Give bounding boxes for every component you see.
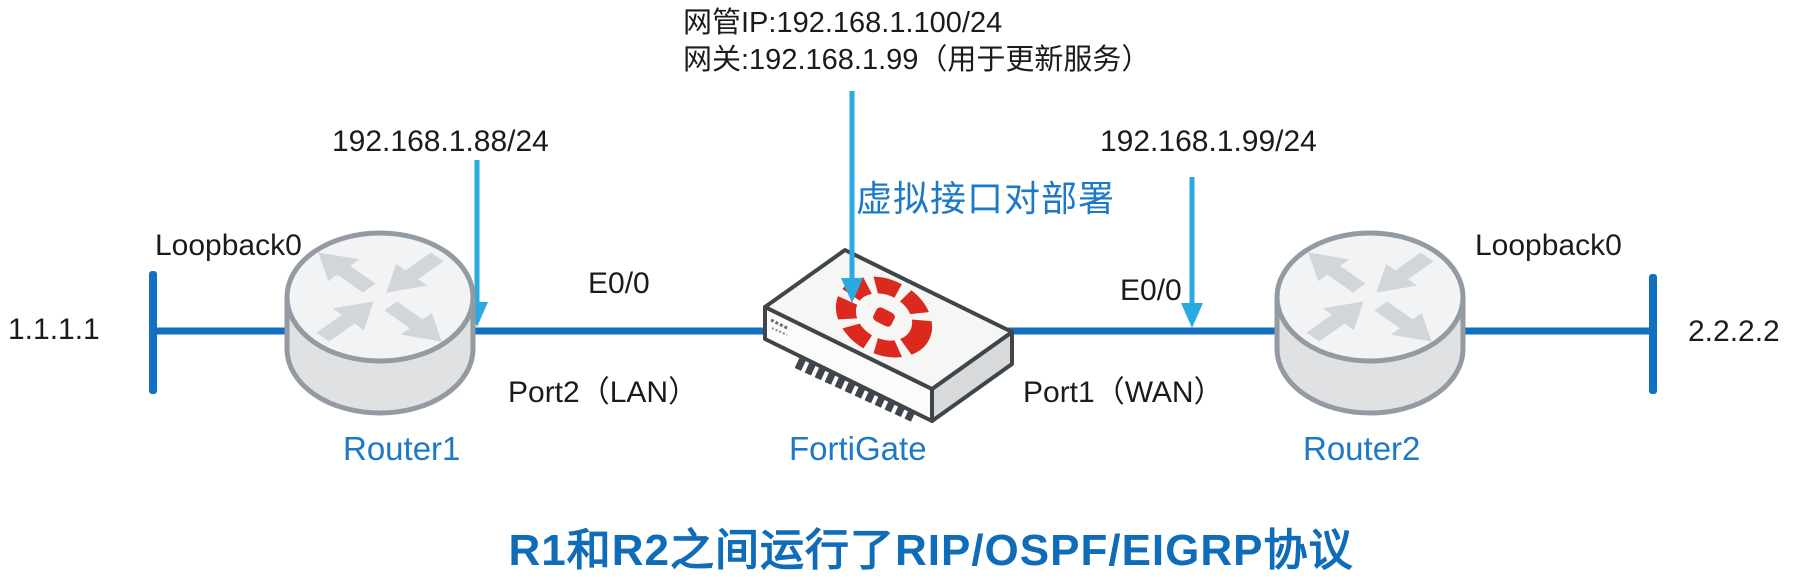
management-note-line2: 网关:192.168.1.99（用于更新服务） [683, 44, 1151, 76]
fortigate-brand-mark-2 [771, 327, 788, 336]
management-pointer-arrow [841, 91, 863, 303]
wan-link-ip: 192.168.1.99/24 [1100, 125, 1317, 158]
fortigate-name-label: FortiGate [789, 430, 927, 467]
router1-loopback-label: Loopback0 [155, 229, 302, 262]
fortigate-wan-port-label: Port1（WAN） [1023, 376, 1224, 409]
wan-ip-pointer-arrow [1181, 177, 1203, 328]
management-note: 网管IP:192.168.1.100/24 网关:192.168.1.99（用于… [683, 5, 1150, 79]
router1-icon [287, 233, 473, 413]
router1-interface-label: E0/0 [588, 267, 650, 300]
management-note-line1: 网管IP:192.168.1.100/24 [683, 7, 1003, 39]
diagram-title: R1和R2之间运行了RIP/OSPF/EIGRP协议 [508, 526, 1354, 575]
router2-loopback-ip: 2.2.2.2 [1688, 315, 1780, 348]
deployment-mode-label: 虚拟接口对部署 [856, 178, 1116, 219]
fortinet-logo [835, 276, 933, 358]
router2-icon [1277, 233, 1463, 413]
router1-loopback-ip: 1.1.1.1 [8, 313, 100, 346]
router2-loopback-label: Loopback0 [1475, 229, 1622, 262]
fortigate-appliance-icon [763, 248, 1014, 423]
router2-interface-label: E0/0 [1120, 274, 1182, 307]
router2-name-label: Router2 [1303, 430, 1421, 467]
fortigate-lan-port-label: Port2（LAN） [508, 376, 699, 409]
lan-link-ip: 192.168.1.88/24 [332, 125, 549, 158]
fortigate-brand-mark [770, 318, 790, 331]
router1-name-label: Router1 [343, 430, 461, 467]
